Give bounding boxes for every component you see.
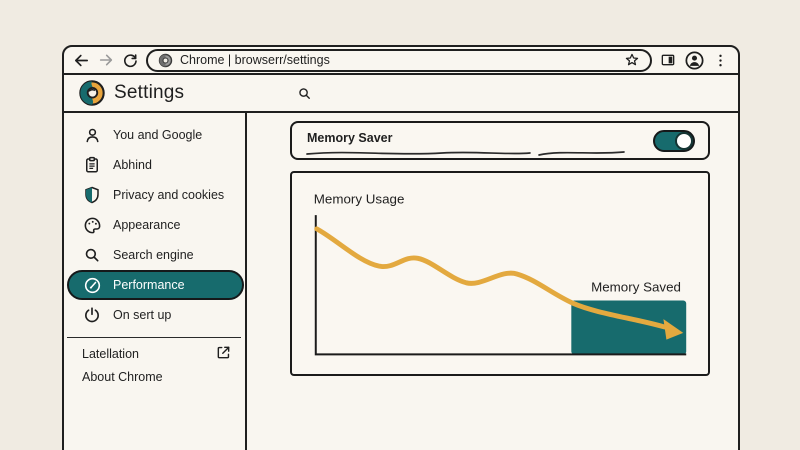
sidebar-item-about-chrome[interactable]: About Chrome	[64, 365, 245, 388]
sidebar-item-label: About Chrome	[82, 369, 163, 384]
memory-saver-card: Memory Saver	[290, 121, 710, 160]
palette-icon	[82, 215, 102, 235]
sidebar-item-on-sert-up[interactable]: On sert up	[64, 300, 245, 330]
sidebar-item-appearance[interactable]: Appearance	[64, 210, 245, 240]
sidebar-item-latellation[interactable]: Latellation	[64, 342, 245, 365]
shield-icon	[82, 185, 102, 205]
sidebar-item-label: You and Google	[113, 128, 203, 142]
chart-axes	[314, 215, 687, 356]
kebab-menu-icon	[719, 54, 722, 66]
sidebar-item-label: Privacy and cookies	[113, 188, 225, 202]
browser-menu-button[interactable]	[713, 52, 728, 69]
sidebar-item-label: On sert up	[113, 308, 172, 322]
forward-button[interactable]	[98, 52, 114, 68]
memory-saver-title: Memory Saver	[307, 131, 393, 145]
sidebar-divider	[67, 337, 241, 338]
url-text: Chrome | browserr/settings	[180, 53, 330, 67]
sidebar-item-you-and-google[interactable]: You and Google	[64, 120, 245, 150]
page-title: Settings	[114, 82, 185, 103]
star-icon	[625, 53, 639, 66]
clipboard-icon	[82, 155, 102, 175]
sidebar-item-performance[interactable]: Performance	[67, 270, 244, 300]
settings-sidebar: You and Google Abhind Privacy and cookie…	[64, 113, 247, 450]
power-icon	[82, 305, 102, 325]
sidebar-item-label: Appearance	[113, 218, 181, 232]
sidebar-item-search-engine[interactable]: Search engine	[64, 240, 245, 270]
back-button[interactable]	[73, 52, 90, 69]
memory-usage-chart-card: Memory Usage Memory Saved	[290, 171, 710, 376]
sidebar-item-label: Performance	[113, 278, 185, 292]
profile-avatar-icon	[685, 50, 704, 70]
search-icon	[299, 88, 310, 99]
browser-toolbar: Chrome | browserr/settings	[64, 47, 738, 75]
refresh-button[interactable]	[122, 52, 138, 68]
refresh-icon	[124, 54, 137, 68]
person-icon	[82, 125, 102, 145]
bookmark-button[interactable]	[624, 52, 640, 68]
side-panel-icon	[661, 54, 675, 66]
profile-button[interactable]	[684, 50, 705, 71]
settings-body: You and Google Abhind Privacy and cookie…	[64, 113, 738, 450]
sidebar-item-label: Abhind	[113, 158, 152, 172]
toggle-knob	[675, 132, 693, 150]
browser-window: Chrome | browserr/settings Settings	[62, 45, 740, 450]
side-panel-button[interactable]	[660, 52, 676, 68]
external-link-icon	[215, 344, 232, 364]
memory-usage-curve	[314, 226, 667, 330]
address-bar[interactable]: Chrome | browserr/settings	[146, 48, 652, 72]
chart-title: Memory Usage	[314, 191, 405, 206]
back-arrow-icon	[74, 54, 89, 66]
sidebar-item-label: Latellation	[82, 346, 139, 361]
sidebar-item-privacy-and-cookies[interactable]: Privacy and cookies	[64, 180, 245, 210]
sidebar-item-label: Search engine	[113, 248, 194, 262]
chrome-favicon-icon	[158, 53, 173, 67]
speedometer-icon	[82, 275, 102, 295]
memory-saved-label: Memory Saved	[591, 280, 681, 295]
settings-header: Settings	[64, 75, 738, 113]
search-icon	[82, 245, 102, 265]
chrome-logo-icon	[79, 80, 105, 106]
settings-content: Memory Saver	[247, 113, 738, 450]
sidebar-item-abhind[interactable]: Abhind	[64, 150, 245, 180]
forward-arrow-icon	[99, 54, 113, 66]
memory-usage-chart: Memory Usage Memory Saved	[314, 191, 687, 356]
memory-saver-toggle[interactable]	[653, 130, 695, 152]
curve-arrowhead	[663, 319, 684, 340]
settings-search-button[interactable]	[297, 86, 312, 106]
